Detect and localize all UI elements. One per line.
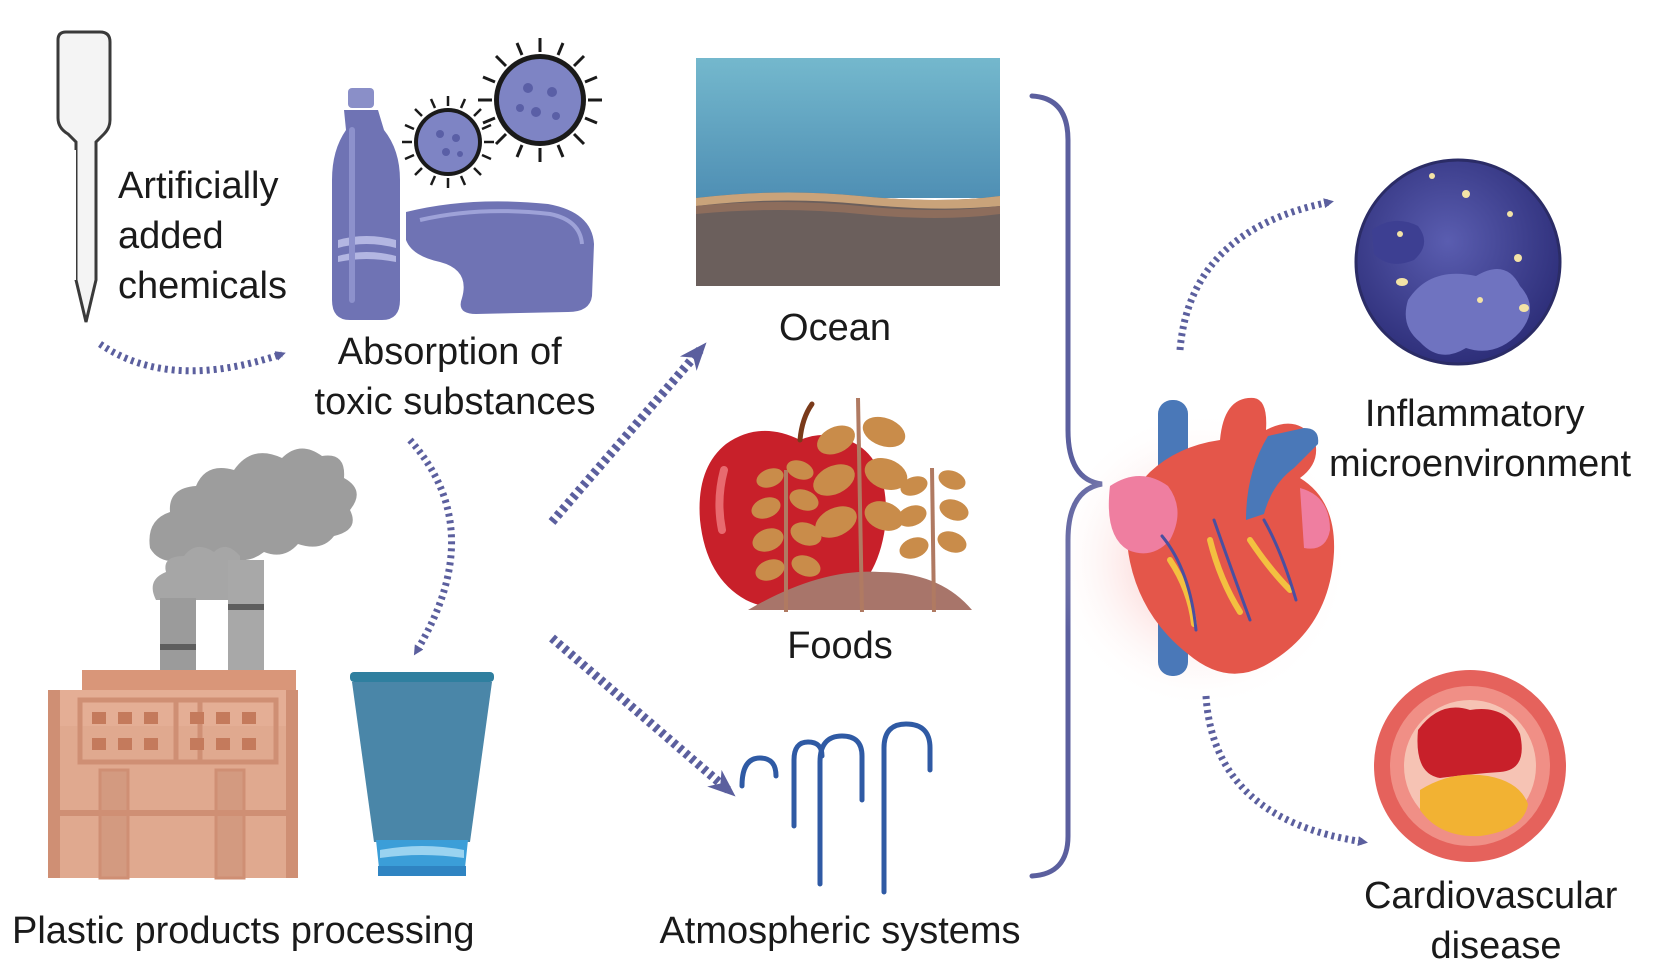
chemicals-label-line-3: chemicals [118, 265, 287, 307]
inflammatory-label: Inflammatory microenvironment [1329, 393, 1631, 485]
cardiovascular-label: Cardiovascular disease [1364, 875, 1628, 967]
arrow-absorption-to-cup [407, 437, 455, 656]
inflammatory-label-line-1: Inflammatory [1365, 393, 1585, 435]
virus-icon [402, 38, 602, 188]
arrow-chemicals-to-absorption [98, 341, 286, 375]
dropper-icon [56, 30, 112, 323]
chemicals-label-line-2: added [118, 215, 224, 257]
absorption-label-line-1: Absorption of [338, 331, 562, 373]
arrow-to-inflammatory [1176, 198, 1334, 351]
inflammatory-label-line-2: microenvironment [1329, 443, 1631, 485]
ocean-label: Ocean [779, 307, 891, 349]
plastic-bag-icon [406, 201, 594, 314]
atmospheric-label: Atmospheric systems [659, 910, 1020, 952]
factory-icon [48, 560, 298, 880]
plastic-processing-label: Plastic products processing [12, 910, 475, 952]
smoke-icon [149, 448, 357, 600]
plastic-cup-icon [350, 672, 494, 876]
arrow-to-ocean [548, 342, 707, 525]
plant-icon [748, 397, 972, 613]
foods-label: Foods [787, 625, 893, 667]
cardiovascular-label-line-1: Cardiovascular [1364, 875, 1618, 917]
heart-icon [1050, 397, 1350, 710]
chemicals-label: Artificially added chemicals [118, 165, 289, 307]
cardiovascular-label-line-2: disease [1431, 925, 1562, 967]
arrow-to-cardiovascular [1202, 695, 1368, 847]
arrow-to-atmosphere [549, 634, 736, 797]
artery-icon [1374, 670, 1566, 862]
fiber-icon [739, 721, 933, 895]
plastic-bottle-icon [332, 88, 400, 320]
cell-icon [1354, 158, 1562, 366]
chemicals-label-line-1: Artificially [118, 165, 278, 207]
ocean-icon [696, 58, 1000, 286]
absorption-label: Absorption of toxic substances [315, 331, 596, 423]
absorption-label-line-2: toxic substances [315, 381, 596, 423]
